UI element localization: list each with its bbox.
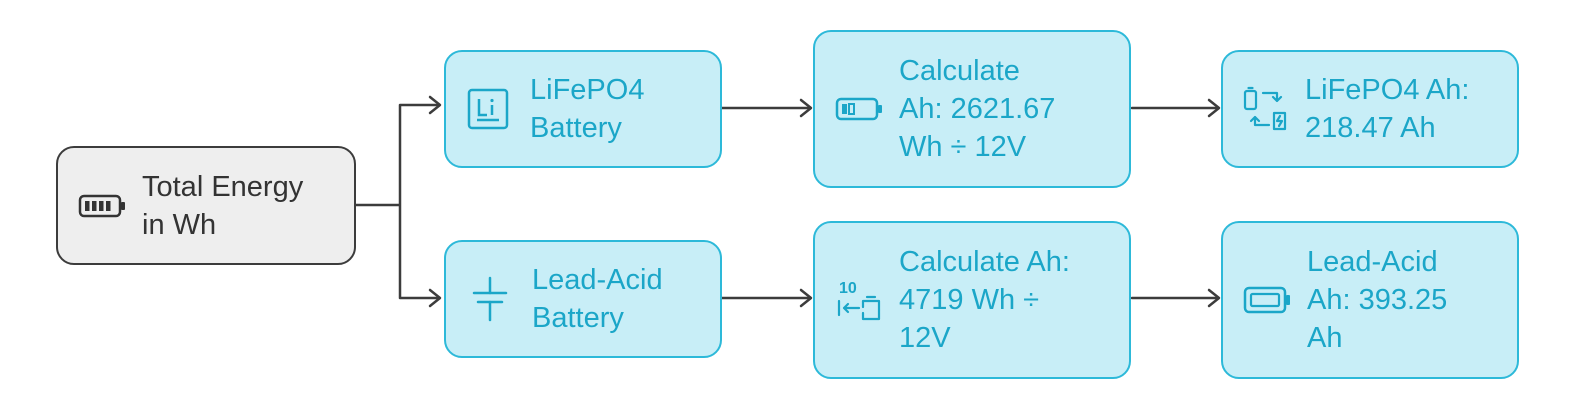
lithium-element-icon: [466, 87, 510, 131]
node-lifepo4-battery: LiFePO4 Battery: [444, 50, 722, 168]
arrowhead-to-lead-acid: [428, 288, 442, 308]
node-lifepo4-result: LiFePO4 Ah: 218.47 Ah: [1221, 50, 1519, 168]
edge-root-branch: [353, 103, 439, 300]
node-label: Calculate Ah: 4719 Wh ÷ 12V: [899, 246, 1070, 354]
svg-text:10: 10: [839, 280, 857, 297]
node-lead-acid-battery: Lead-Acid Battery: [444, 240, 722, 358]
battery-low-icon: [835, 96, 885, 122]
capacitor-icon: [470, 274, 510, 324]
battery-full-icon: [78, 193, 128, 219]
node-lead-acid-calc: 10 Calculate Ah: 4719 Wh ÷ 12V: [813, 221, 1131, 379]
node-lifepo4-calc: Calculate Ah: 2621.67 Wh ÷ 12V: [813, 30, 1131, 188]
arrowhead-to-lifepo4: [428, 95, 442, 115]
battery-outline-icon: [1243, 285, 1293, 315]
node-label: Lead-Acid Ah: 393.25 Ah: [1307, 246, 1448, 354]
node-label: Lead-Acid Battery: [532, 264, 663, 334]
node-label: Calculate Ah: 2621.67 Wh ÷ 12V: [899, 55, 1056, 163]
node-label: LiFePO4 Battery: [530, 74, 645, 144]
battery-swap-icon: [1241, 83, 1291, 135]
charging-ten-icon: 10: [835, 275, 885, 325]
node-label: Total Energy in Wh: [142, 170, 304, 241]
node-total-energy: Total Energy in Wh: [56, 146, 356, 265]
node-lead-acid-result: Lead-Acid Ah: 393.25 Ah: [1221, 221, 1519, 379]
node-label: LiFePO4 Ah: 218.47 Ah: [1305, 74, 1470, 144]
